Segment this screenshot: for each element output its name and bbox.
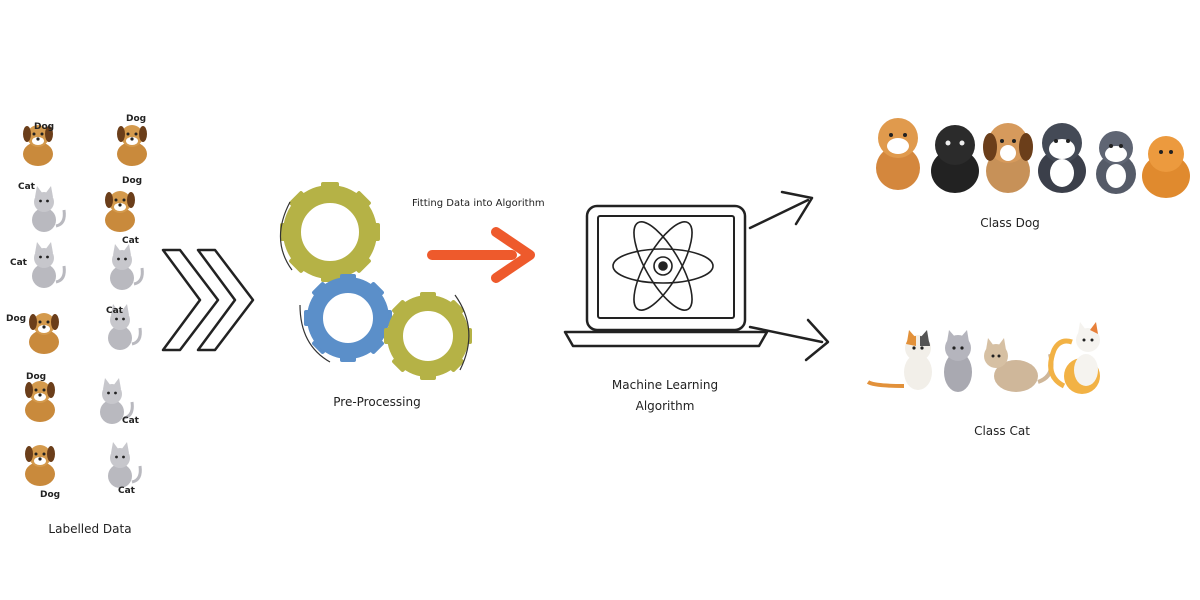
cat-illustration — [984, 338, 1054, 392]
preprocessing-caption: Pre-Processing — [333, 395, 421, 409]
dog-illustration — [1096, 131, 1136, 194]
output-arrow-icon — [748, 190, 814, 230]
algorithm-caption-line2: Algorithm — [635, 399, 695, 413]
sample-label: Dog — [122, 176, 143, 186]
cat-illustration — [30, 240, 66, 290]
sample-label: Dog — [26, 372, 47, 382]
sample-label: Dog — [34, 122, 55, 132]
dog-illustration — [983, 123, 1033, 193]
class-cat-animals — [866, 322, 1100, 394]
sample-label: Cat — [118, 486, 135, 496]
class-dog-animals — [876, 118, 1190, 198]
dog-illustration — [25, 381, 55, 422]
cat-illustration — [866, 330, 932, 390]
fitting-arrow-icon — [427, 227, 535, 283]
cat-illustration — [106, 440, 142, 490]
fitting-label: Fitting Data into Algorithm — [412, 198, 545, 209]
dog-illustration — [29, 313, 59, 354]
dog-illustration — [1142, 136, 1190, 198]
labelled-data-caption: Labelled Data — [48, 522, 132, 536]
sample-label: Cat — [106, 306, 123, 316]
preprocessing-gears — [279, 182, 472, 380]
cat-illustration — [108, 242, 144, 292]
algorithm-caption-line1: Machine Learning — [611, 378, 719, 392]
sample-label: Dog — [126, 114, 147, 124]
gear-icon — [304, 274, 392, 362]
dog-illustration — [931, 125, 979, 193]
dog-illustration — [876, 118, 920, 190]
sample-label: Dog — [6, 314, 27, 324]
atom-icon — [612, 221, 714, 311]
sample-label: Cat — [18, 182, 35, 192]
cat-illustration — [1048, 322, 1100, 394]
sample-label: Cat — [122, 236, 139, 246]
double-chevron-icon — [161, 248, 255, 352]
sample-label: Dog — [40, 490, 61, 500]
cat-illustration — [944, 330, 972, 392]
dog-illustration — [25, 445, 55, 486]
class-cat-caption: Class Cat — [974, 424, 1030, 438]
dog-illustration — [105, 191, 135, 232]
gear-icon — [280, 182, 380, 282]
output-arrow-icon — [748, 318, 830, 362]
dog-illustration — [117, 125, 147, 166]
cat-illustration — [30, 184, 66, 234]
laptop-icon — [563, 204, 769, 348]
sample-label: Cat — [122, 416, 139, 426]
class-dog-caption: Class Dog — [980, 216, 1040, 230]
gear-icon — [384, 292, 472, 380]
sample-label: Cat — [10, 258, 27, 268]
dog-illustration — [1038, 123, 1086, 193]
